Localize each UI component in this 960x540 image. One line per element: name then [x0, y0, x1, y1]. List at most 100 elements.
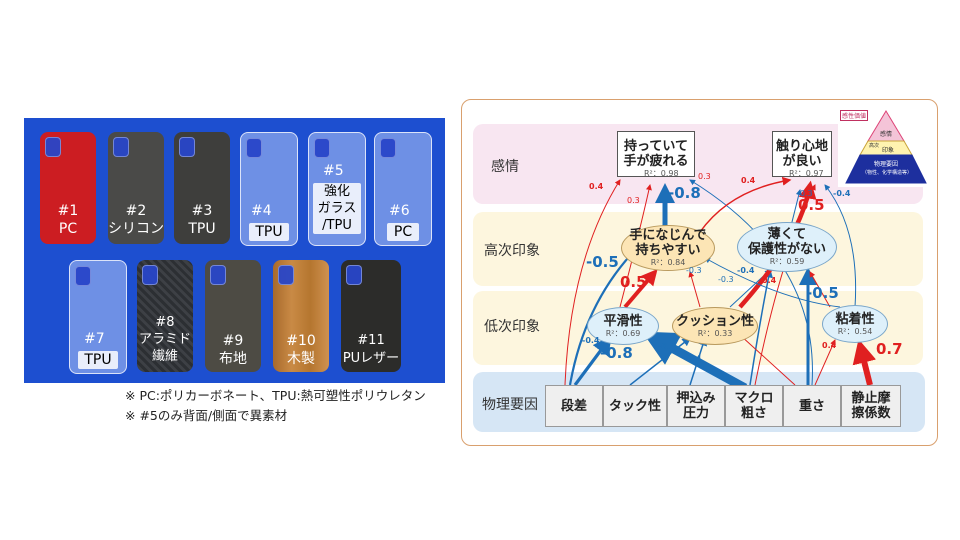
arrow-tack-to-cushion: [629, 337, 692, 386]
coef-label: 0.4: [589, 182, 604, 191]
camera-cutout: [246, 138, 262, 158]
arrow-weight-to-tired: [689, 179, 813, 386]
row-label-phys: 物理要因: [482, 397, 538, 413]
coef-label: -0.4: [658, 342, 676, 351]
phys-macro: マクロ 粗さ: [725, 385, 783, 427]
legend-l1: 感情: [880, 131, 893, 138]
node-smooth-label: 平滑性: [603, 313, 643, 329]
camera-cutout: [314, 138, 330, 158]
coef-label: -0.4: [684, 354, 702, 363]
legend-l3sub: （物性、化学構造等）: [862, 170, 913, 176]
legend-l3: 物理要因: [874, 161, 899, 168]
phys-tack: タック性: [603, 385, 667, 427]
phys-step: 段差: [545, 385, 603, 427]
coef-label: 0.5: [620, 273, 647, 291]
arrow-weight-to-cushion: [739, 334, 796, 386]
arrow-macro-to-thin: [749, 268, 773, 386]
row-label-kansei: 感情: [491, 159, 519, 175]
camera-cutout: [179, 137, 195, 157]
coef-label: -0.3: [686, 266, 702, 275]
case-5: #5 強化 ガラス /TPU: [308, 132, 366, 246]
arrow-weight-to-sticky: [814, 339, 836, 386]
case-number: #4: [251, 203, 272, 219]
coef-label: -0.5: [806, 284, 839, 302]
case-number: #5: [323, 163, 344, 179]
coef-label: 0.3: [698, 172, 711, 181]
case-label: PC: [387, 223, 419, 241]
arrow-sticky-to-touch: [824, 184, 857, 308]
coef-label: -0.3: [797, 189, 813, 198]
phys-weight: 重さ: [783, 385, 841, 427]
note-2: ※ #5のみ背面/側面で異素材: [125, 408, 288, 423]
row-label-high: 高次印象: [484, 243, 540, 259]
coef-label: -0.4: [737, 266, 755, 275]
node-touch-label: 触り心地 が良い: [775, 139, 828, 169]
node-tired: 持っていて 手が疲れる: [617, 131, 695, 177]
arrow-cushion-to-fit: [688, 271, 701, 308]
coef-label: -0.3: [718, 275, 734, 284]
arrow-step-to-smooth: [573, 335, 612, 386]
node-tired-label: 持っていて 手が疲れる: [623, 139, 689, 169]
node-thin-label: 薄くて 保護性がない: [747, 227, 826, 257]
legend-top: 感性価値: [840, 110, 869, 121]
row-label-low: 低次印象: [484, 319, 540, 335]
node-smooth-r2: R²：0.69: [605, 328, 641, 338]
coef-label: -0.8: [600, 344, 633, 362]
coef-label: 0.7: [876, 340, 903, 358]
arrow-press-to-cushion: [689, 336, 708, 386]
node-touch: 触り心地 が良い: [772, 131, 832, 177]
node-touch-r2: R²：0.97: [789, 169, 824, 178]
node-sticky-r2: R²：0.54: [837, 326, 873, 336]
camera-cutout: [278, 265, 294, 285]
arrow-smooth-to-fit: [623, 268, 658, 309]
coef-label: 0.5: [798, 196, 825, 214]
arrow-step-to-tired: [564, 179, 621, 386]
case-label: TPU: [78, 351, 118, 369]
coef-label: -0.4: [582, 336, 600, 345]
coef-label: 0.3: [627, 196, 640, 205]
coef-label: 0.4: [762, 276, 777, 285]
node-fit-label: 手になじんで 持ちやすい: [629, 228, 707, 258]
camera-cutout: [346, 265, 362, 285]
node-thin: 薄くて 保護性がない R²：0.59: [737, 222, 837, 272]
case-label: 強化 ガラス /TPU: [313, 183, 361, 234]
camera-cutout: [75, 266, 91, 286]
node-cushion: クッション性 R²：0.33: [672, 307, 758, 345]
node-cushion-label: クッション性: [675, 313, 754, 329]
case-label: TPU: [249, 223, 289, 241]
case-number: #6: [389, 203, 410, 219]
camera-cutout: [113, 137, 129, 157]
arrow-sticky-to-fit: [704, 257, 841, 308]
coef-label: 0.4: [741, 176, 756, 185]
phys-friction: 静止摩 擦係数: [841, 385, 901, 427]
camera-cutout: [210, 265, 226, 285]
legend-mid: 高次: [869, 143, 880, 149]
arrow-friction-to-sticky: [852, 339, 877, 386]
node-thin-r2: R²：0.59: [769, 257, 805, 266]
arrow-macro-to-touch: [754, 184, 816, 386]
camera-cutout: [45, 137, 61, 157]
node-sticky: 粘着性 R²：0.54: [822, 305, 888, 343]
note-1: ※ PC:ポリカーボネート、TPU:熱可塑性ポリウレタン: [125, 388, 426, 403]
coef-label: -0.4: [833, 189, 851, 198]
camera-cutout: [380, 138, 396, 158]
node-tired-r2: R²：0.98: [644, 169, 679, 178]
node-fit: 手になじんで 持ちやすい R²：0.84: [621, 225, 715, 271]
